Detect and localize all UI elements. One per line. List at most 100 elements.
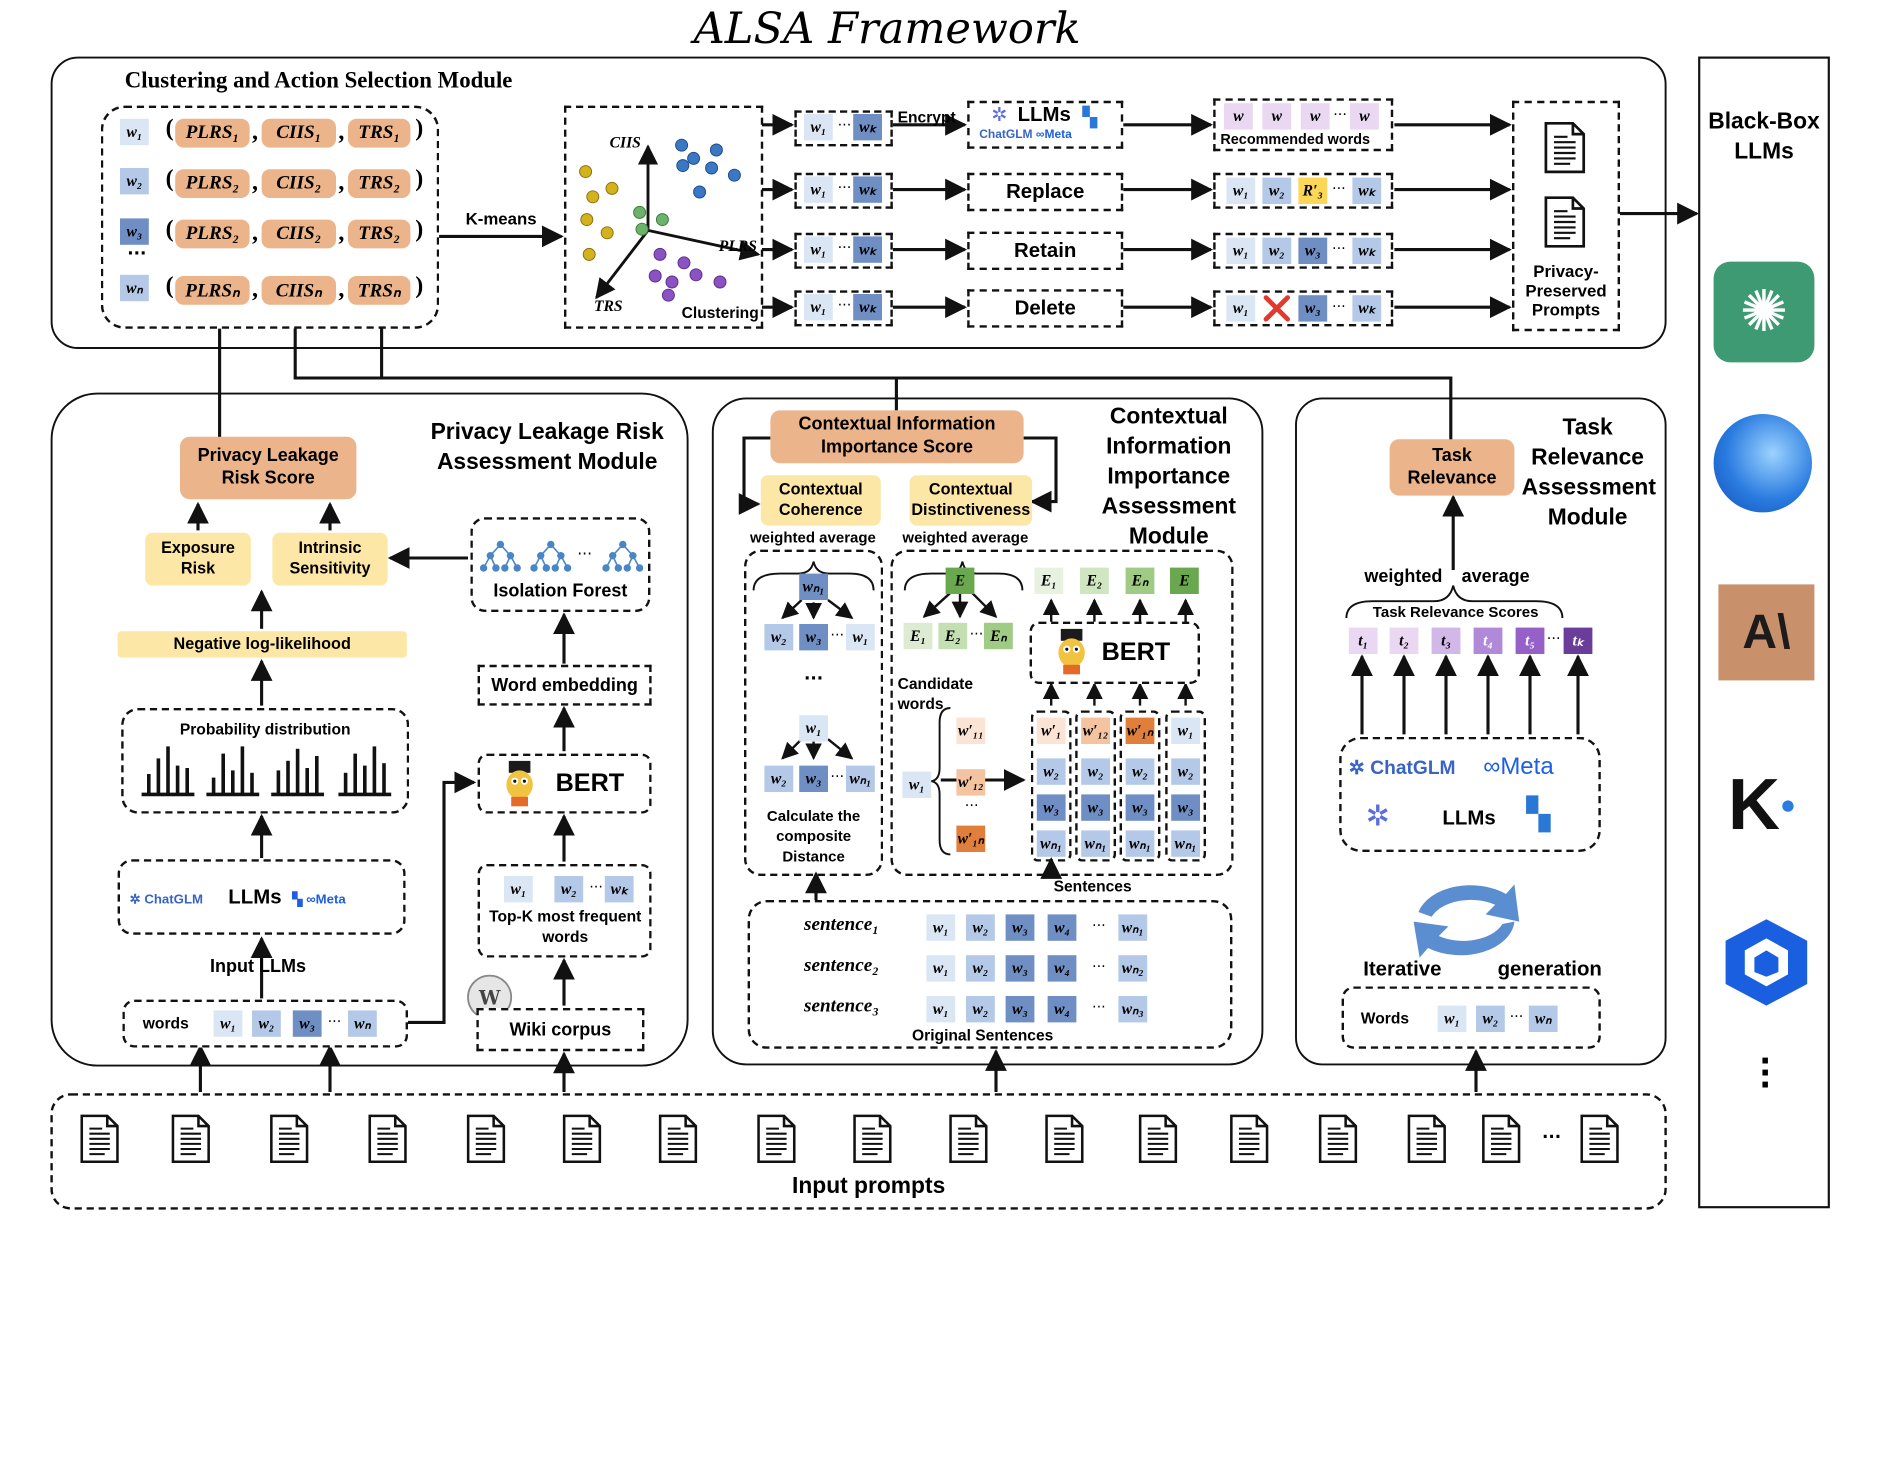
token-ellipsis: ··· bbox=[837, 296, 852, 314]
blackbox-title: Black-Box LLMs bbox=[1708, 109, 1820, 165]
token-ellipsis: ··· bbox=[1092, 916, 1106, 934]
deepseek-logo bbox=[1713, 414, 1813, 513]
token: w₃ bbox=[1005, 996, 1035, 1023]
token: w bbox=[1350, 103, 1379, 130]
token: wₙ₁ bbox=[1171, 830, 1200, 857]
comma: , bbox=[252, 276, 258, 303]
task-relevance: Task Relevance bbox=[1389, 439, 1515, 496]
token-ellipsis: ··· bbox=[1333, 105, 1347, 123]
token: w₁ bbox=[1437, 1005, 1467, 1032]
delete-action: Delete bbox=[967, 289, 1124, 328]
llm-brand-row-left: ✲ ChatGLM LLMs ▚ ∞Meta bbox=[130, 886, 346, 910]
token: w₁ bbox=[1226, 295, 1256, 322]
sentence-column-1 bbox=[1030, 710, 1072, 862]
token: w₂ bbox=[764, 624, 794, 651]
meta-logo: ∞Meta bbox=[1483, 753, 1554, 781]
weighted-average-right: weighted average bbox=[902, 529, 1029, 546]
token: wₙ₁ bbox=[799, 573, 829, 600]
token-ellipsis: ··· bbox=[1509, 1008, 1524, 1025]
token-orange: w′₁₂ bbox=[1081, 717, 1110, 744]
token: w₃ bbox=[1298, 237, 1328, 264]
token: w₁ bbox=[804, 236, 833, 263]
openai-logo: ✺ bbox=[1713, 261, 1815, 363]
original-sentences-label: Original Sentences bbox=[912, 1026, 1054, 1044]
token: w₂ bbox=[1125, 758, 1155, 785]
token: wₖ bbox=[1352, 237, 1382, 264]
meta-label: Meta bbox=[1044, 128, 1072, 142]
token: w₁ bbox=[902, 771, 932, 799]
plrs-n: PLRSₙ bbox=[175, 276, 250, 305]
llm-action-box bbox=[967, 100, 1124, 149]
plrs-3: PLRS₂ bbox=[175, 219, 250, 249]
token-ellipsis: ··· bbox=[1092, 957, 1106, 975]
trs-n: TRSₙ bbox=[348, 276, 411, 305]
isolation-forest-label: Isolation Forest bbox=[493, 580, 628, 602]
average-label: average bbox=[1461, 566, 1530, 587]
paren: ( bbox=[165, 216, 174, 243]
topk-label: Top-K most frequent words bbox=[489, 907, 642, 946]
token-replaced: R′₃ bbox=[1298, 177, 1328, 205]
token-orange: w′₁ₙ bbox=[1125, 717, 1155, 744]
token: w₂ bbox=[764, 765, 794, 793]
token-green: E bbox=[1170, 567, 1199, 594]
token: w₃ bbox=[1298, 295, 1328, 322]
token: w₂ bbox=[252, 1010, 281, 1037]
token-green: Eₙ bbox=[984, 622, 1013, 650]
token: wₖ bbox=[604, 876, 634, 903]
bert-label-privacy: BERT bbox=[555, 769, 625, 797]
token: w₃ bbox=[1005, 955, 1035, 982]
llms-input-box bbox=[117, 859, 406, 935]
t1: t₁ bbox=[1348, 627, 1378, 654]
token-ellipsis: ··· bbox=[1092, 998, 1106, 1016]
plrs-1: PLRS₁ bbox=[175, 118, 250, 148]
input-prompts-label: Input prompts bbox=[792, 1173, 946, 1199]
sentence-3-label: sentence₃ bbox=[804, 996, 879, 1017]
llm-icon-right: ▚ bbox=[1082, 105, 1098, 129]
token: w₄ bbox=[1047, 914, 1077, 941]
token-ellipsis: ··· bbox=[830, 626, 845, 644]
tree-ellipsis: ··· bbox=[804, 669, 824, 689]
llm-brand-row: ChatGLM ∞Meta bbox=[979, 128, 1072, 141]
token: w₁ bbox=[799, 715, 829, 742]
chatglm-logo: ChatGLM bbox=[979, 128, 1033, 142]
svg-text:W: W bbox=[478, 986, 501, 1009]
retain-action: Retain bbox=[967, 231, 1124, 270]
token: w₂ bbox=[966, 914, 995, 941]
comma: , bbox=[252, 118, 258, 146]
token: wₖ bbox=[853, 294, 883, 321]
comma: , bbox=[338, 169, 345, 196]
token-green: Eₙ bbox=[1125, 567, 1155, 594]
trs-2: TRS₂ bbox=[348, 169, 411, 199]
token-green: E₂ bbox=[1080, 567, 1109, 594]
token: w₁ bbox=[804, 114, 833, 141]
retain-label: Retain bbox=[1014, 238, 1077, 262]
t4: t₄ bbox=[1473, 627, 1503, 654]
bert-label-contextual: BERT bbox=[1101, 638, 1171, 666]
token: w₂ bbox=[966, 996, 995, 1023]
intrinsic-sensitivity: Intrinsic Sensitivity bbox=[272, 532, 388, 586]
cycle-icon bbox=[1413, 884, 1520, 958]
axis-trs: TRS bbox=[594, 296, 623, 315]
token: w₂ bbox=[1036, 758, 1066, 785]
zhipu-logo bbox=[1721, 914, 1812, 1010]
replace-label: Replace bbox=[1006, 180, 1085, 203]
token-ellipsis: ··· bbox=[830, 768, 845, 785]
axis-plrs: PLRS bbox=[718, 236, 757, 255]
task-words-label: Words bbox=[1360, 1009, 1410, 1028]
token-ellipsis: ··· bbox=[589, 878, 603, 896]
privacy-module-title: Privacy Leakage Risk Assessment Module bbox=[430, 420, 664, 475]
token: w₃ bbox=[1005, 914, 1035, 941]
token: w₁ bbox=[213, 1010, 243, 1037]
prob-distribution-label: Probability distribution bbox=[179, 720, 351, 738]
token: w bbox=[1224, 103, 1253, 130]
token: w₃ bbox=[799, 624, 829, 651]
word-embedding-box: Word embedding bbox=[477, 664, 652, 706]
token-ellipsis: ··· bbox=[837, 116, 852, 134]
contextual-distinctiveness: Contextual Distinctiveness bbox=[909, 475, 1032, 526]
kimi-logo: K● bbox=[1728, 764, 1796, 845]
composite-distance-label: Calculate the composite Distance bbox=[766, 807, 861, 865]
token: w₁ bbox=[1226, 237, 1256, 264]
token: w₁ bbox=[846, 624, 875, 651]
trs-3: TRS₂ bbox=[348, 219, 411, 249]
token: w₁ bbox=[504, 876, 533, 903]
